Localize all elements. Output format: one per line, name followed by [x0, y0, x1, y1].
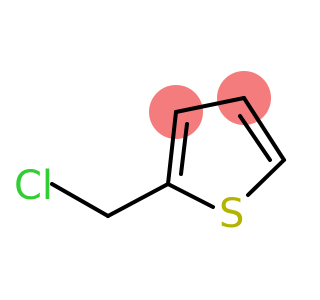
- bond-ch2-c2: [106, 182, 170, 218]
- bond-c2-s: [166, 182, 215, 209]
- bond-c4-c5: [242, 96, 286, 162]
- chlorine-atom-label: Cl: [14, 163, 53, 209]
- bond-cl-ch2: [50, 182, 110, 218]
- sulfur-atom-label: S: [219, 191, 244, 237]
- bond-c2-c3-double: [179, 122, 189, 176]
- molecule-diagram: Cl S: [14, 71, 286, 237]
- bond-c5-s: [246, 158, 286, 197]
- bond-c4-c5-double: [238, 114, 272, 162]
- bond-c2-c3: [166, 110, 178, 186]
- bond-c3-c4: [174, 96, 246, 114]
